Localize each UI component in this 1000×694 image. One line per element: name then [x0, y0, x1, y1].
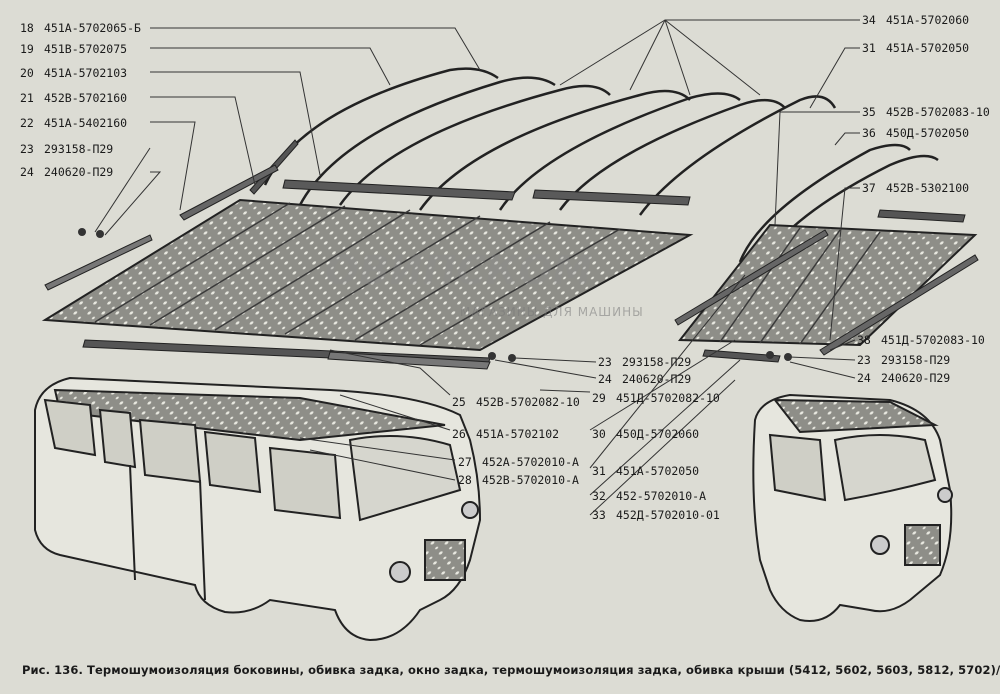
leader-lines: [94, 19, 860, 516]
figure-caption: Рис. 136. Термошумоизоляция боковины, об…: [22, 663, 1000, 677]
roof-panel-main: [41, 198, 694, 370]
cab-body-right: [752, 393, 953, 622]
bus-body-left: [34, 376, 482, 642]
watermark-logo: ОВИПСКОМ: [325, 248, 593, 294]
side-strips-left: [44, 139, 691, 291]
fastener-clips: [78, 228, 792, 362]
roof-panel-right: [674, 209, 979, 363]
roof-bows-left: [263, 67, 939, 276]
watermark-subtitle: МАГАЗИНЫ ДЛЯ МАШИНЫ: [460, 305, 644, 319]
